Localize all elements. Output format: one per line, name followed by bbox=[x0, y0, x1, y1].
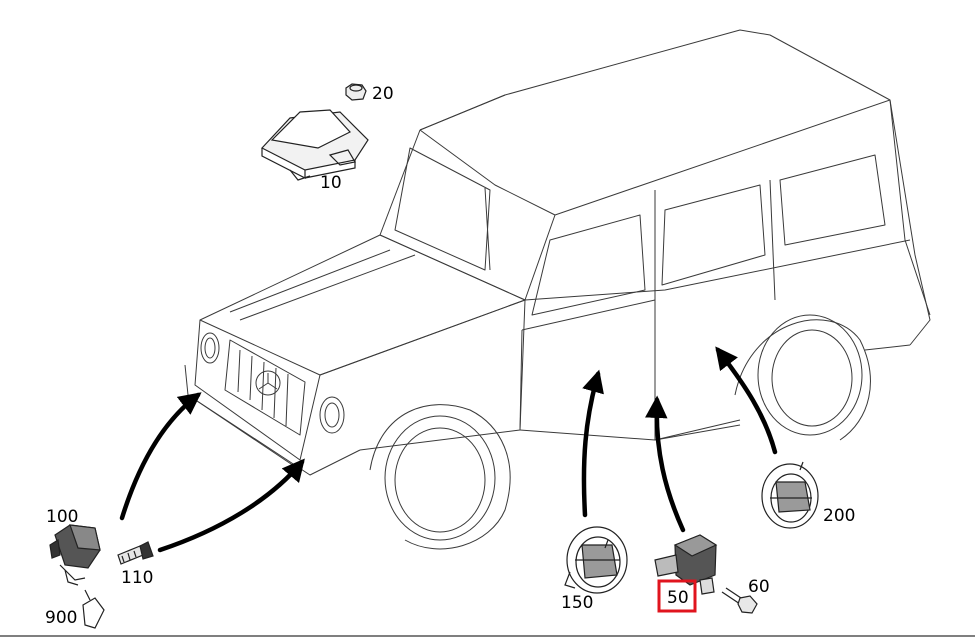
hose-connector-icon[interactable] bbox=[117, 541, 154, 565]
level-sensor-icon[interactable] bbox=[49, 524, 101, 586]
horn-sensor-icon[interactable] bbox=[564, 526, 628, 594]
pointer-arrows bbox=[119, 346, 778, 553]
label-60[interactable]: 60 bbox=[748, 577, 770, 597]
arrow-50 bbox=[645, 395, 686, 533]
control-unit-icon[interactable] bbox=[261, 109, 369, 181]
label-100[interactable]: 100 bbox=[46, 507, 78, 527]
arrow-110 bbox=[157, 458, 305, 553]
label-150[interactable]: 150 bbox=[561, 593, 593, 613]
nut-icon[interactable] bbox=[345, 83, 367, 101]
label-110[interactable]: 110 bbox=[121, 568, 153, 588]
bolt-icon[interactable] bbox=[721, 587, 758, 614]
horn-sensor-icon[interactable] bbox=[761, 461, 819, 529]
pressure-sensor-icon[interactable] bbox=[654, 534, 718, 595]
label-200[interactable]: 200 bbox=[823, 506, 855, 526]
vehicle-outline bbox=[184, 29, 931, 550]
highlight-box bbox=[657, 579, 697, 613]
label-20[interactable]: 20 bbox=[372, 84, 394, 104]
label-900[interactable]: 900 bbox=[45, 608, 77, 628]
arrow-150 bbox=[581, 369, 604, 518]
linkage-icon[interactable] bbox=[82, 589, 105, 629]
arrow-100 bbox=[119, 392, 202, 521]
label-50[interactable]: 50 bbox=[667, 588, 689, 608]
arrow-200 bbox=[715, 346, 778, 455]
label-10[interactable]: 10 bbox=[320, 173, 342, 193]
